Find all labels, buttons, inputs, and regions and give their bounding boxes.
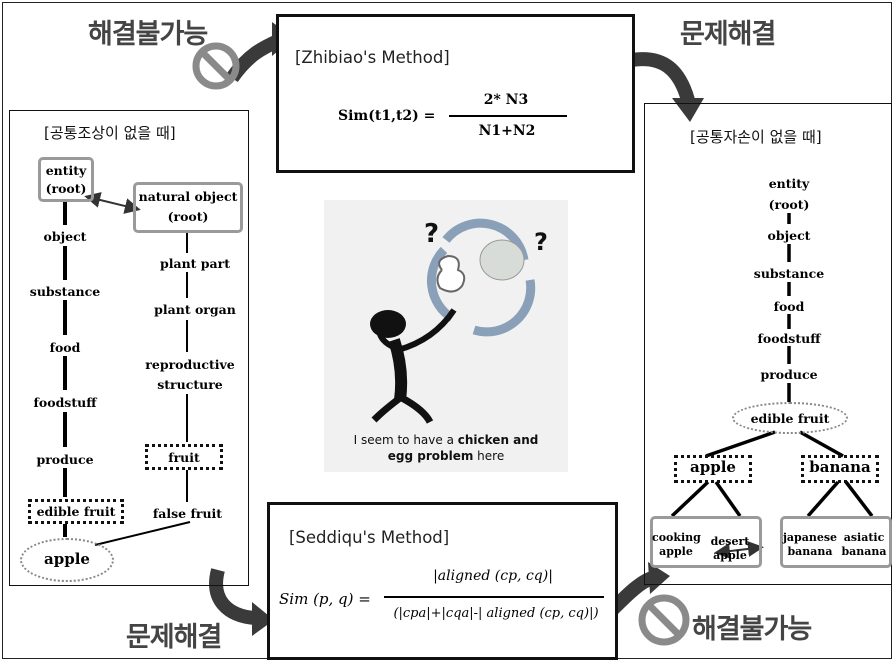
right-node-edible-fruit: edible fruit <box>750 411 830 426</box>
right-node-japanese-banana: banana <box>787 545 833 558</box>
right-node-cooking: cooking <box>652 531 701 544</box>
right-node-asiatic-banana: banana <box>841 545 887 558</box>
seddiqu-title: [Seddiqu's Method] <box>289 528 450 547</box>
left-node-food: food <box>49 340 81 355</box>
right-node-apple: apple <box>690 458 736 476</box>
edge-r-ediblefruit-apple <box>705 430 776 458</box>
left-entity-root-box <box>38 157 94 202</box>
left-node-produce: produce <box>36 452 94 467</box>
edge-banana-japanese <box>806 480 840 518</box>
left-node-substance: substance <box>29 284 101 299</box>
left-node-object: object <box>43 229 87 244</box>
right-panel <box>644 103 892 585</box>
left-node-edible-fruit: edible fruit <box>36 504 116 519</box>
left-apple-oval <box>20 538 114 582</box>
left-branch-lines <box>84 192 191 546</box>
left-node-false-fruit: false fruit <box>152 506 223 521</box>
right-node-japanese: japanese <box>782 531 838 544</box>
zhibiao-denominator: N1+N2 <box>478 123 536 139</box>
caption-bold-1: chicken and <box>457 433 539 447</box>
curve-arrow-top-right-head <box>672 98 704 122</box>
edge-banana-asiatic <box>844 480 874 518</box>
left-node-structure: structure <box>157 377 223 392</box>
left-fruit-box <box>145 444 223 470</box>
label-unsolvable-top: 해결불가능 <box>88 19 208 50</box>
caption-prefix: I seem to have a <box>353 433 458 447</box>
caption-bold-2: egg problem <box>387 449 474 463</box>
no-sign-bottom <box>638 594 690 646</box>
right-node-desert-apple: apple <box>713 549 747 562</box>
zhibiao-title: [Zhibiao's Method] <box>295 48 450 67</box>
right-panel-title: [공통자손이 없을 때] <box>690 128 822 146</box>
right-node-asiatic: asiatic <box>843 531 885 544</box>
left-node-entity-root: (root) <box>45 181 87 196</box>
left-panel-title: [공통조상이 없을 때] <box>44 124 176 142</box>
left-node-entity: entity <box>45 163 87 178</box>
label-solved-top: 문제해결 <box>680 19 776 50</box>
right-apple-kinds-box <box>650 516 762 568</box>
right-edible-fruit-oval <box>732 402 848 434</box>
right-banana-kinds-box <box>780 516 892 568</box>
left-panel <box>9 110 249 586</box>
left-node-apple: apple <box>44 550 90 568</box>
zhibiao-numerator: 2* N3 <box>483 92 529 108</box>
seddiqu-method-box <box>267 502 618 660</box>
arrow-desert-japanese <box>714 540 764 560</box>
left-node-natural-root: (root) <box>167 209 209 224</box>
left-node-fruit: fruit <box>168 450 200 465</box>
zhibiao-lhs: Sim(t1,t2) = <box>338 108 436 124</box>
edge-apple-cooking <box>670 480 710 518</box>
right-node-cooking-apple: apple <box>659 545 693 558</box>
caption-suffix: here <box>473 449 505 463</box>
right-node-object: object <box>767 228 811 243</box>
left-node-plant-part: plant part <box>159 256 230 271</box>
chicken-egg-illustration: ? ? <box>370 218 548 424</box>
arrow-root-root <box>84 192 141 214</box>
edge-apple-desert <box>714 480 742 518</box>
svg-text:?: ? <box>534 228 548 256</box>
right-node-desert: desert <box>710 535 750 548</box>
seddiqu-lhs: Sim (p, q) = <box>279 590 371 608</box>
seddiqu-denominator: (|cpa|+|cqa|-| aligned (cp, cq)|) <box>393 606 599 621</box>
curve-arrow-bottom-right-head <box>648 562 670 594</box>
left-node-plant-organ: plant organ <box>154 302 236 317</box>
no-sign-top <box>192 42 240 90</box>
left-natural-root-box <box>133 182 243 233</box>
right-apple-box <box>674 455 752 483</box>
left-node-reproductive: reproductive <box>145 357 235 372</box>
left-node-natural-object: natural object <box>138 189 238 204</box>
label-solved-bottom: 문제해결 <box>126 622 222 653</box>
zhibiao-method-box <box>276 14 635 173</box>
center-illustration-panel <box>324 200 568 472</box>
right-node-produce: produce <box>760 367 818 382</box>
seddiqu-fraction-bar <box>384 596 604 598</box>
right-banana-box <box>801 455 879 483</box>
right-node-entity-root: (root) <box>768 197 810 212</box>
right-node-foodstuff: foodstuff <box>757 331 821 346</box>
left-edible-fruit-box <box>28 499 124 524</box>
label-unsolvable-bottom: 해결불가능 <box>692 614 812 645</box>
center-caption: I seem to have a chicken and egg problem… <box>330 432 562 464</box>
edge-r-ediblefruit-banana <box>799 430 844 458</box>
zhibiao-fraction-bar <box>449 115 567 117</box>
svg-text:?: ? <box>424 219 439 249</box>
right-node-substance: substance <box>753 266 825 281</box>
curve-arrow-top-right <box>630 52 695 103</box>
right-chain-lines <box>670 213 874 518</box>
curve-arrow-bottom-left <box>209 568 256 625</box>
left-node-foodstuff: foodstuff <box>33 395 97 410</box>
right-node-banana: banana <box>809 458 871 476</box>
edge-falsefruit-apple <box>94 521 191 546</box>
right-node-entity: entity <box>768 176 810 191</box>
seddiqu-numerator: |aligned (cp, cq)| <box>433 568 553 584</box>
curve-arrow-bottom-left-head <box>252 602 274 636</box>
right-node-food: food <box>773 299 805 314</box>
